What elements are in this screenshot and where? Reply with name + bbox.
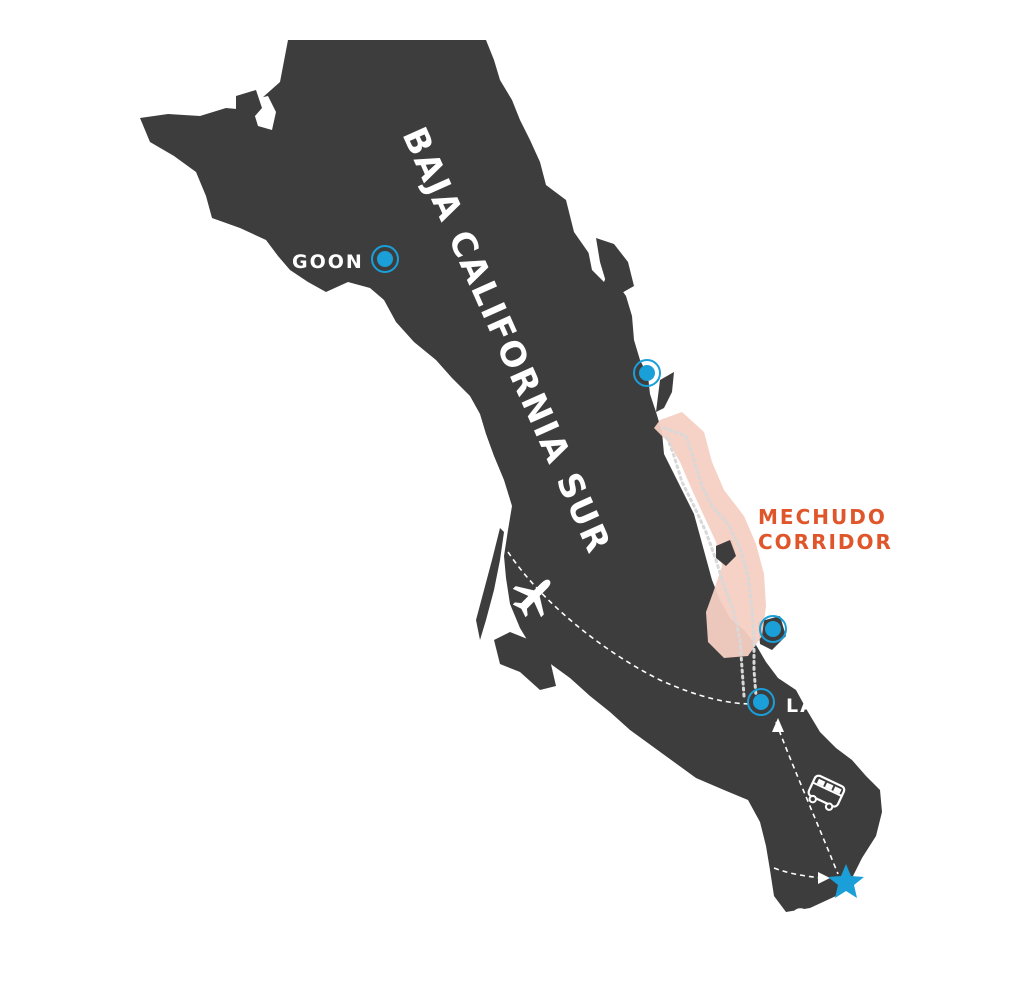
location-marker-la-paz[interactable] <box>747 688 775 716</box>
cabo-route <box>773 867 823 879</box>
cabo-route-arrow <box>818 872 830 884</box>
place-label-lagoon: GOON <box>292 251 364 273</box>
mechudo-corridor-area <box>654 412 766 658</box>
van-icon <box>807 774 846 811</box>
van-route-arrow <box>772 718 784 732</box>
place-label-cabo: C <box>792 905 808 927</box>
island-east <box>596 238 634 294</box>
peninsula-landmass <box>140 40 882 912</box>
corridor-label-line1: MECHUDO <box>758 505 887 529</box>
plane-icon <box>512 579 551 618</box>
corridor-route-dotted <box>662 426 758 698</box>
location-marker-corridor-end[interactable] <box>759 615 787 643</box>
location-marker-loreto[interactable] <box>633 359 661 387</box>
corridor-island <box>716 540 736 566</box>
island-magdalena <box>476 528 504 640</box>
corridor-label-line2: CORRIDOR <box>758 530 893 554</box>
place-label-la-paz: LA <box>786 695 817 717</box>
island-northwest <box>236 90 262 124</box>
star-icon[interactable] <box>828 864 864 898</box>
location-marker-lagoon[interactable] <box>371 245 399 273</box>
island-small-east <box>656 372 674 412</box>
corridor-route-dotted-return <box>664 432 746 698</box>
island-magdalena-south <box>494 632 556 690</box>
